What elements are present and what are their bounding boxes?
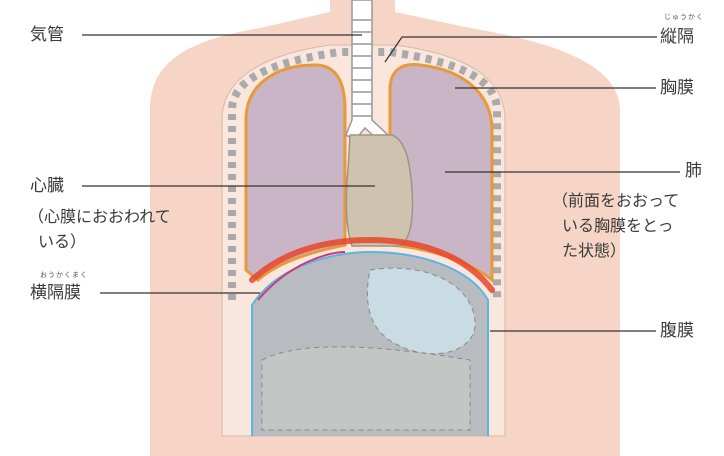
lung-note-line: （前面をおおって: [552, 191, 680, 210]
trachea-rings: [352, 19, 372, 117]
label-pleura: 胸膜: [660, 78, 694, 98]
label-trachea: 気管: [30, 25, 64, 45]
diaphragm: [249, 236, 495, 293]
left-lung: [244, 63, 347, 282]
label-peritoneum: 腹膜: [660, 321, 694, 341]
leader-lines: [82, 34, 680, 332]
label-mediastinum: 縦隔: [660, 27, 694, 47]
heart: [345, 134, 414, 247]
label-lung: 肺: [685, 161, 702, 181]
label-heart: 心臓: [30, 176, 64, 196]
diaphragm-pink: [257, 251, 346, 301]
heart-note-line: （心膜におおわれて: [28, 207, 171, 226]
lung-note-line: た状態）: [562, 241, 627, 260]
lung-note: （前面をおおっている胸膜をとった状態）: [552, 188, 679, 263]
stomach: [366, 267, 476, 355]
heart-note-line: いる）: [38, 232, 87, 251]
heart-note: （心膜におおわれている）: [28, 204, 171, 254]
ruby-diaphragm: おうかくまく: [40, 271, 88, 279]
peritoneum-line: [251, 250, 489, 436]
lung-note-line: いる胸膜をとっ: [562, 216, 674, 235]
label-diaphragm: 横隔膜: [30, 283, 81, 303]
intestines: [261, 346, 471, 431]
ruby-mediastinum: じゅうかく: [664, 13, 704, 21]
